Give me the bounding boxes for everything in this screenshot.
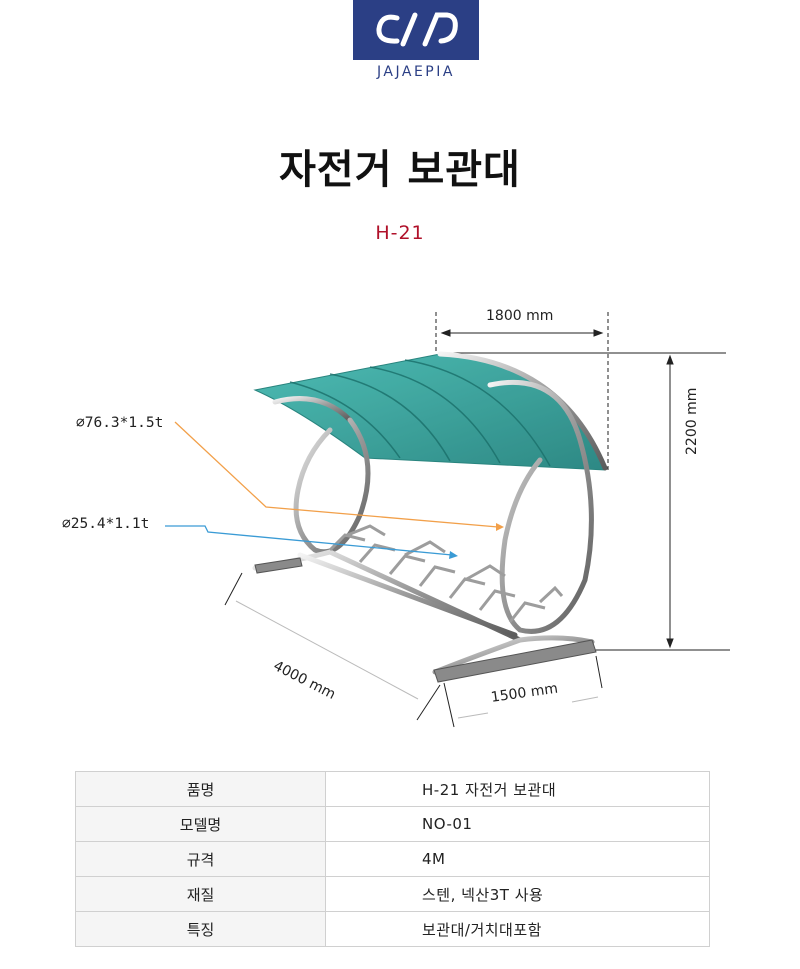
bike-shelter-illustration [165, 312, 730, 728]
diameter-icon: ⌀ [76, 415, 85, 431]
table-row: 모델명 NO-01 [75, 806, 710, 842]
spec-value: 4M [325, 841, 710, 877]
spec-value: H-21 자전거 보관대 [325, 771, 710, 807]
brand-logo-mark [376, 12, 458, 47]
spec-table: 품명 H-21 자전거 보관대 모델명 NO-01 규격 4M 재질 스텐, 넥… [75, 771, 710, 947]
canopy-panel [253, 353, 606, 471]
pipe-callouts [165, 421, 504, 559]
spec-value: 스텐, 넥산3T 사용 [325, 876, 710, 912]
spec-label: 품명 [75, 771, 326, 807]
table-row: 재질 스텐, 넥산3T 사용 [75, 876, 710, 912]
brand-logo [353, 0, 479, 60]
table-row: 특징 보관대/거치대포함 [75, 911, 710, 947]
spec-label: 재질 [75, 876, 326, 912]
brand-logo-text: JAJAEPIA [377, 64, 455, 80]
small-pipe-label: ⌀25.4*1.1t [62, 516, 150, 532]
spec-label: 특징 [75, 911, 326, 947]
spec-value: 보관대/거치대포함 [325, 911, 710, 947]
spec-value: NO-01 [325, 806, 710, 842]
dimension-lines [224, 312, 730, 728]
large-pipe-label: ⌀76.3*1.5t [76, 415, 164, 431]
height-dimension: 2200 mm [684, 387, 700, 455]
table-row: 규격 4M [75, 841, 710, 877]
bike-racks [328, 524, 564, 623]
table-row: 품명 H-21 자전거 보관대 [75, 771, 710, 807]
product-drawing: 1800 mm 2200 mm 4000 mm 1500 mm ⌀76.3*1.… [0, 290, 800, 740]
diameter-icon: ⌀ [62, 516, 71, 532]
front-base-plate [433, 639, 597, 683]
spec-label: 규격 [75, 841, 326, 877]
product-title: 자전거 보관대 [279, 147, 521, 193]
width-dimension: 1800 mm [486, 308, 554, 324]
model-code: H-21 [375, 222, 425, 244]
rear-base-plate [254, 557, 303, 574]
spec-label: 모델명 [75, 806, 326, 842]
